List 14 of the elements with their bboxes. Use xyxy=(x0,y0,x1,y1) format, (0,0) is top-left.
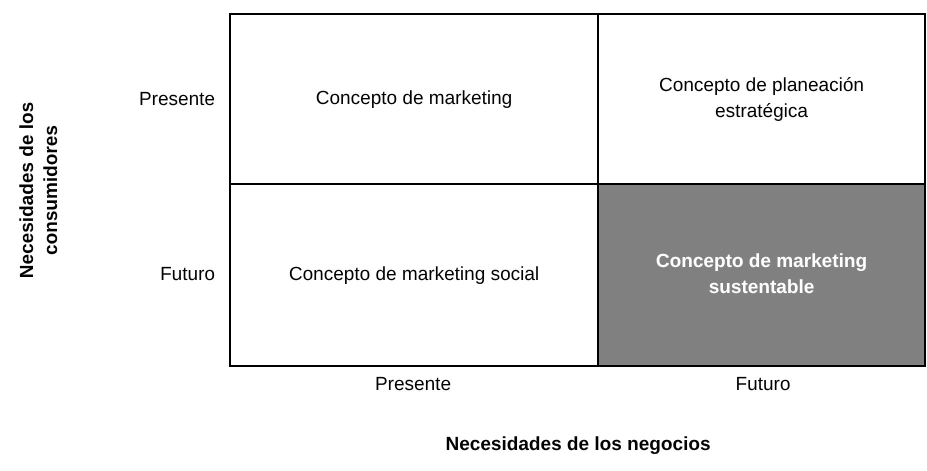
row-label: Futuro xyxy=(160,264,215,286)
cell-text: Concepto de planeación estratégica xyxy=(658,74,865,124)
column-label: Futuro xyxy=(736,374,790,396)
axis-title: Necesidades de los negocios xyxy=(445,434,711,456)
row-label: Presente xyxy=(138,89,215,111)
cell-text: Concepto de marketing social xyxy=(288,263,540,288)
axis-title: Necesidades de los consumidores xyxy=(16,100,63,280)
cell-text: Concepto de marketing sustentable xyxy=(654,250,868,300)
cell-text: Concepto de marketing xyxy=(314,87,514,112)
matrix-cell xyxy=(229,183,599,367)
matrix-cell xyxy=(597,13,926,185)
matrix-cell xyxy=(597,183,926,367)
matrix-cell xyxy=(229,13,599,185)
column-label: Presente xyxy=(374,374,452,396)
